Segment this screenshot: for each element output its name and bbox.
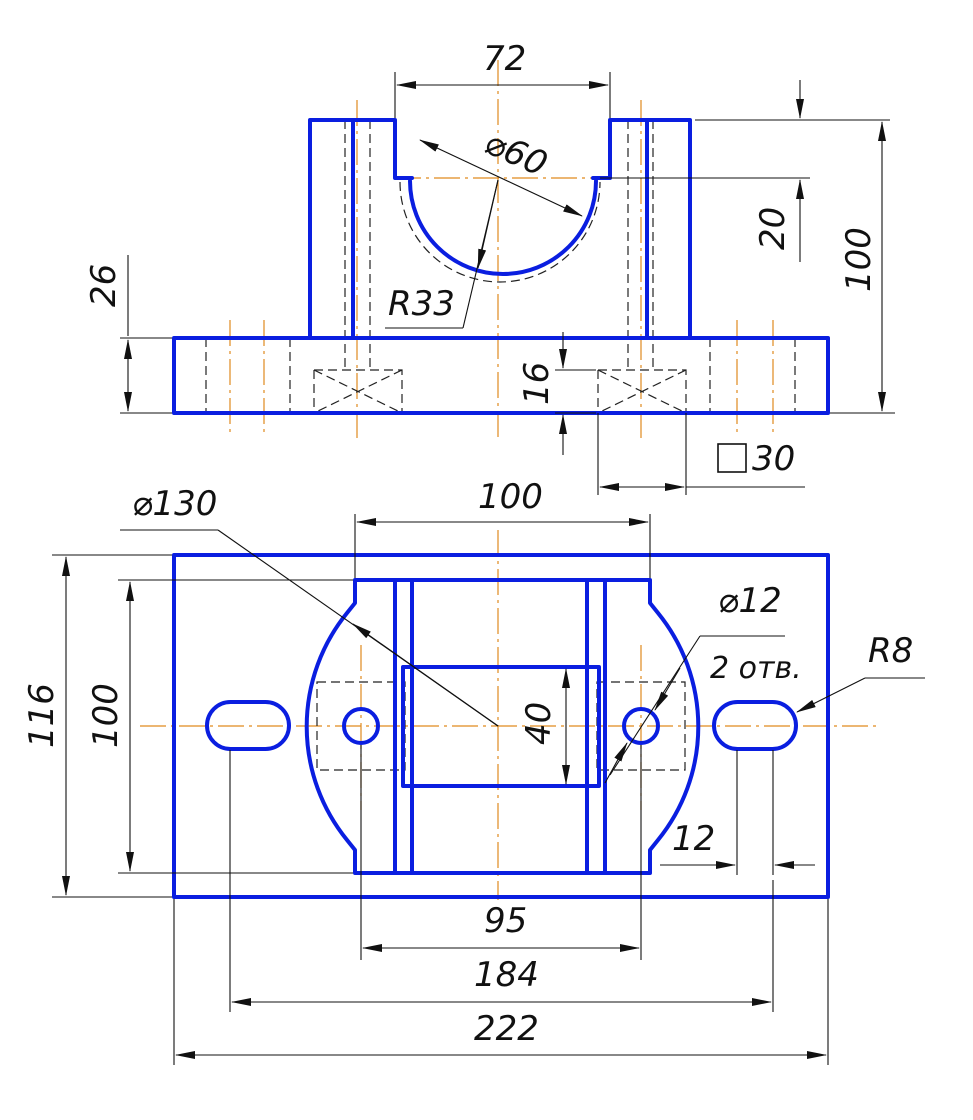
dim-total-length: 222 bbox=[474, 1009, 539, 1049]
dim-slot-radius: R8 bbox=[868, 631, 913, 671]
dim-bore-radius: R33 bbox=[388, 284, 455, 324]
top-dimensions: ⌀130 100 ⌀12 2 отв. R8 116 bbox=[22, 477, 925, 1065]
dim-slot-length: 12 bbox=[672, 819, 715, 859]
top-view: ⌀130 100 ⌀12 2 отв. R8 116 bbox=[22, 477, 925, 1065]
top-object-lines bbox=[172, 553, 830, 899]
front-hidden-lines bbox=[205, 120, 796, 414]
dim-plate-depth: 116 bbox=[22, 683, 62, 748]
dim-center-block: 40 bbox=[519, 702, 559, 745]
dim-base-height: 26 bbox=[84, 264, 124, 307]
dim-hole-dia: ⌀12 bbox=[718, 581, 782, 621]
dim-slot-depth: 20 bbox=[753, 207, 793, 250]
dim-counterbore-square: 30 bbox=[752, 439, 795, 479]
dim-bore-dia: ⌀60 bbox=[479, 122, 553, 184]
dim-hole-spacing: 95 bbox=[484, 901, 527, 941]
square-symbol-icon bbox=[717, 443, 747, 473]
dim-upright-span: 100 bbox=[478, 477, 543, 517]
dim-counterbore-depth: 16 bbox=[517, 362, 557, 405]
dim-boss-dia: ⌀130 bbox=[132, 484, 217, 524]
front-object-lines bbox=[172, 118, 830, 415]
front-dimensions: 72 ⌀60 20 100 26 R33 bbox=[84, 39, 895, 495]
dim-total-height: 100 bbox=[839, 227, 879, 292]
dim-slot-width: 72 bbox=[483, 39, 526, 79]
front-view: 72 ⌀60 20 100 26 R33 bbox=[84, 39, 895, 495]
dim-hole-count: 2 отв. bbox=[710, 651, 802, 686]
dim-slot-spacing: 184 bbox=[474, 955, 539, 995]
dim-inner-depth: 100 bbox=[86, 683, 126, 748]
